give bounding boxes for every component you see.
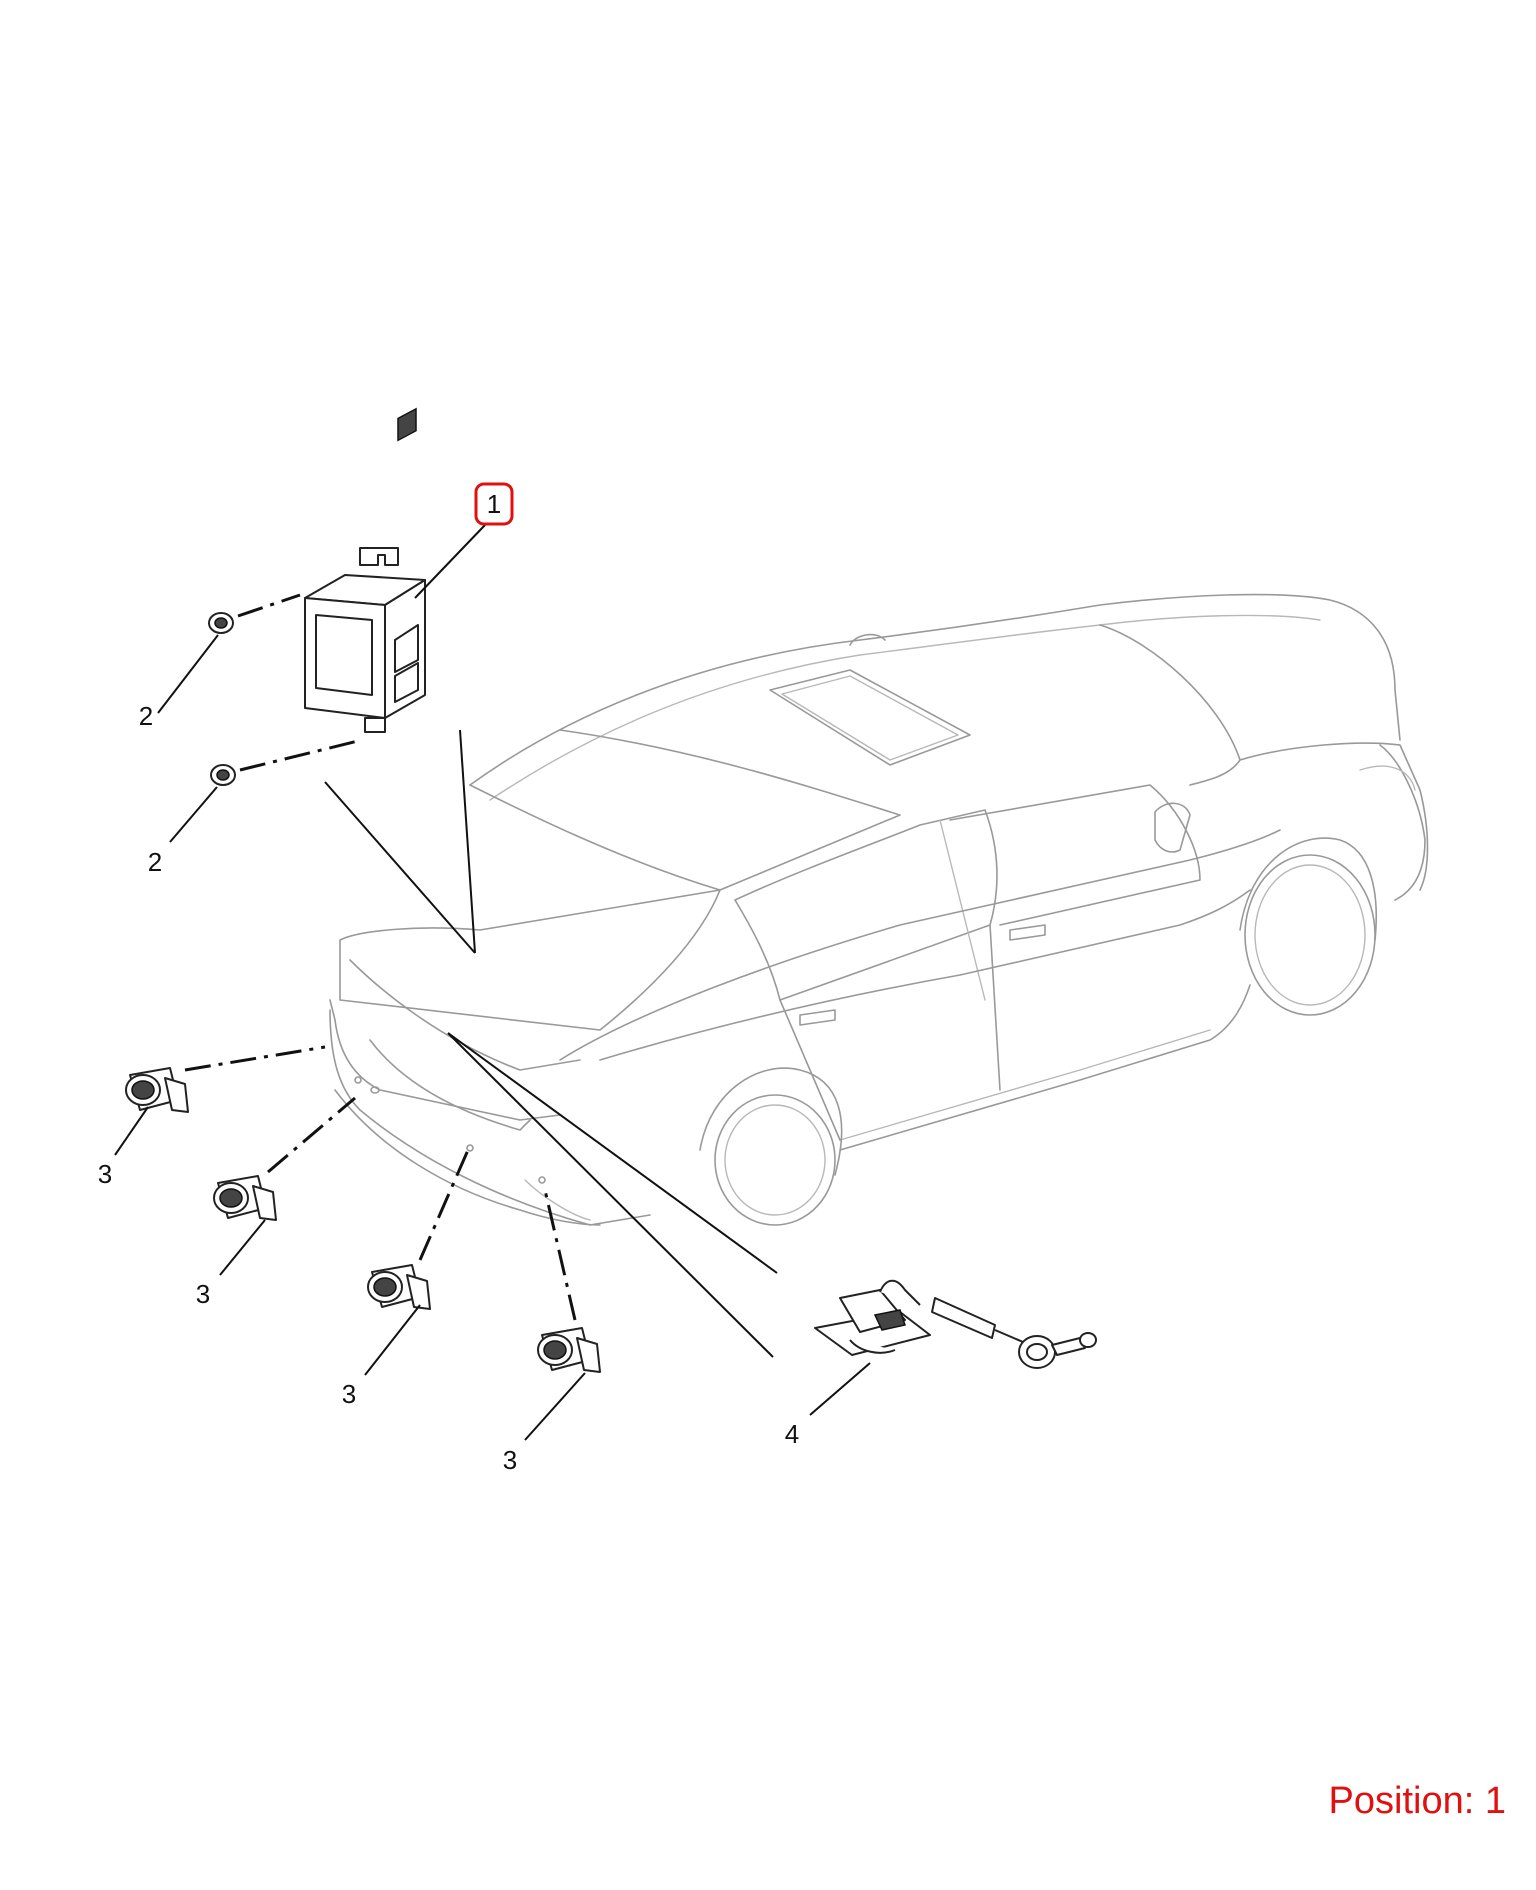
module-connector	[397, 407, 417, 442]
callout-2-lower: 2	[148, 847, 162, 877]
front-wheel	[1239, 837, 1378, 1016]
position-indicator: Position: 1	[1328, 1780, 1506, 1822]
front-door-handle	[1009, 924, 1046, 941]
car-outline	[329, 593, 1429, 1226]
rear-wheel	[699, 1067, 843, 1226]
camera-part-4[interactable]	[814, 1279, 1097, 1369]
callout-1: 1	[487, 489, 501, 519]
rear-door-handle	[799, 1009, 836, 1026]
roof-antenna	[849, 633, 886, 646]
callout-3-third: 3	[342, 1379, 356, 1409]
callout-1-highlight	[474, 482, 514, 526]
callout-4: 4	[785, 1419, 799, 1449]
module-label	[315, 614, 373, 696]
parking-sensor-3d[interactable]	[537, 1327, 601, 1373]
parking-sensor-3c[interactable]	[367, 1264, 431, 1310]
nut-part-2-lower[interactable]	[210, 764, 236, 786]
side-mirror	[1154, 802, 1191, 853]
callout-3-fourth: 3	[503, 1445, 517, 1475]
callout-labels: 1 2 2 3 3 3 3 4	[98, 482, 799, 1475]
parking-sensor-3a[interactable]	[125, 1067, 189, 1113]
sunroof	[769, 669, 971, 766]
callout-2-upper: 2	[139, 701, 153, 731]
parking-sensor-3b[interactable]	[213, 1175, 277, 1221]
module-part-1[interactable]	[304, 407, 426, 733]
callout-3-first: 3	[98, 1159, 112, 1189]
nut-part-2-upper[interactable]	[208, 612, 234, 634]
leader-lines	[114, 524, 871, 1441]
module-bracket-tab	[359, 547, 399, 566]
callout-3-second: 3	[196, 1279, 210, 1309]
